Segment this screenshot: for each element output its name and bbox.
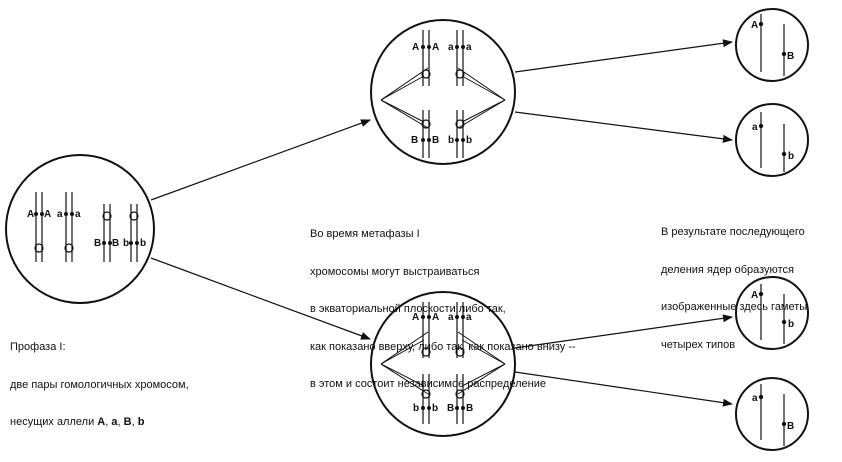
caption-line: В результате последующего — [661, 226, 805, 238]
gamete-2: a b — [735, 103, 809, 177]
loci — [421, 315, 465, 410]
metaphase-top-cell: A A a a B B b b — [370, 19, 516, 165]
result-caption: В результате последующего деления ядер о… — [661, 201, 807, 364]
chromosome-pair-A — [34, 192, 74, 262]
gamete-outline — [735, 103, 809, 177]
metaphase-top-outline — [370, 19, 516, 165]
allele-label: b — [413, 403, 419, 414]
caption-line: хромосомы могут выстраиваться — [310, 265, 480, 278]
caption-line: две пары гомологичных хромосом, — [10, 378, 189, 391]
allele-label: A — [751, 20, 758, 31]
allele-label: b — [448, 135, 454, 146]
allele-label: B — [787, 51, 794, 62]
caption-line: изображенные здесь гаметы — [661, 301, 808, 313]
allele-label: A — [44, 209, 51, 220]
allele-label: B — [411, 135, 418, 146]
caption-line: в экваториальной плоскости либо так, — [310, 303, 506, 315]
allele-label: a — [752, 393, 758, 404]
locus — [758, 394, 764, 400]
allele-label: b — [432, 403, 438, 414]
arrow-to-gamete-2 — [514, 111, 733, 143]
allele-label: a — [466, 42, 472, 53]
locus — [781, 51, 787, 57]
allele-name: A — [97, 416, 106, 428]
caption-line: как показано вверху, либо так, как показ… — [310, 340, 576, 353]
metaphase-bottom-outline — [370, 291, 516, 437]
allele-label: b — [140, 238, 146, 249]
allele-label: b — [466, 135, 472, 146]
locus — [758, 123, 764, 129]
metaphase-caption: Во время метафазы I хромосомы могут выст… — [310, 203, 576, 403]
arrows — [150, 39, 733, 407]
allele-label: B — [94, 238, 101, 249]
chromosomes — [421, 302, 465, 424]
caption-line: четырех типов — [661, 338, 736, 351]
gamete-3: A b — [735, 276, 809, 350]
gamete-outline — [735, 8, 809, 82]
allele-label: B — [466, 403, 473, 414]
caption-text: несущих аллели — [10, 416, 98, 428]
allele-label: B — [112, 238, 119, 249]
locus — [781, 421, 787, 427]
caption-line: деления ядер образуются — [661, 263, 794, 276]
allele-label: B — [447, 403, 454, 414]
locus — [758, 21, 764, 27]
prophase-cell-outline — [5, 154, 155, 304]
gamete-4: a B — [735, 377, 809, 451]
arrow-to-gamete-4 — [514, 371, 733, 407]
allele-label: a — [448, 42, 454, 53]
allele-label: a — [752, 122, 758, 133]
caption-line: в этом и состоит независимое распределен… — [310, 378, 546, 390]
allele-label: A — [751, 290, 758, 301]
locus — [781, 151, 787, 157]
locus — [758, 291, 764, 297]
allele-label: b — [123, 238, 129, 249]
arrow-to-gamete-3 — [514, 314, 733, 349]
allele-label: b — [788, 319, 794, 330]
allele-label: A — [432, 312, 439, 323]
allele-label: A — [412, 42, 419, 53]
arrow-to-metaphase-bottom — [150, 257, 371, 340]
allele-label: B — [787, 421, 794, 432]
gamete-outline — [735, 276, 809, 350]
caption-line: Во время метафазы I — [310, 228, 420, 240]
chromosome-pair-B — [102, 204, 139, 262]
allele-name: a — [111, 416, 118, 428]
arrow-to-gamete-1 — [514, 39, 733, 73]
allele-label: a — [466, 312, 472, 323]
allele-label: a — [448, 312, 454, 323]
spindle-fibers — [380, 67, 506, 129]
allele-label: b — [788, 151, 794, 162]
caption-line: несущих аллели A, a, B, b — [10, 416, 145, 428]
gamete-1: A B — [735, 8, 809, 82]
locus — [781, 319, 787, 325]
allele-name: B — [123, 416, 132, 428]
loci — [421, 45, 465, 142]
prophase-cell: A A a a B B b b — [5, 154, 155, 304]
allele-label: A — [432, 42, 439, 53]
allele-label: a — [75, 209, 81, 220]
caption-line: Профаза I: — [10, 341, 66, 353]
spindle-fibers — [380, 331, 506, 395]
gamete-outline — [735, 377, 809, 451]
metaphase-bottom-cell: A A a a b b B B — [370, 291, 516, 437]
chromosomes — [421, 30, 465, 158]
allele-label: A — [412, 312, 419, 323]
arrow-to-metaphase-top — [150, 119, 371, 201]
allele-name: b — [137, 416, 145, 428]
prophase-caption: Профаза I: две пары гомологичных хромосо… — [10, 316, 189, 441]
allele-label: A — [27, 209, 34, 220]
allele-label: a — [57, 209, 63, 220]
allele-label: B — [432, 135, 439, 146]
prophase-loci — [34, 212, 139, 245]
